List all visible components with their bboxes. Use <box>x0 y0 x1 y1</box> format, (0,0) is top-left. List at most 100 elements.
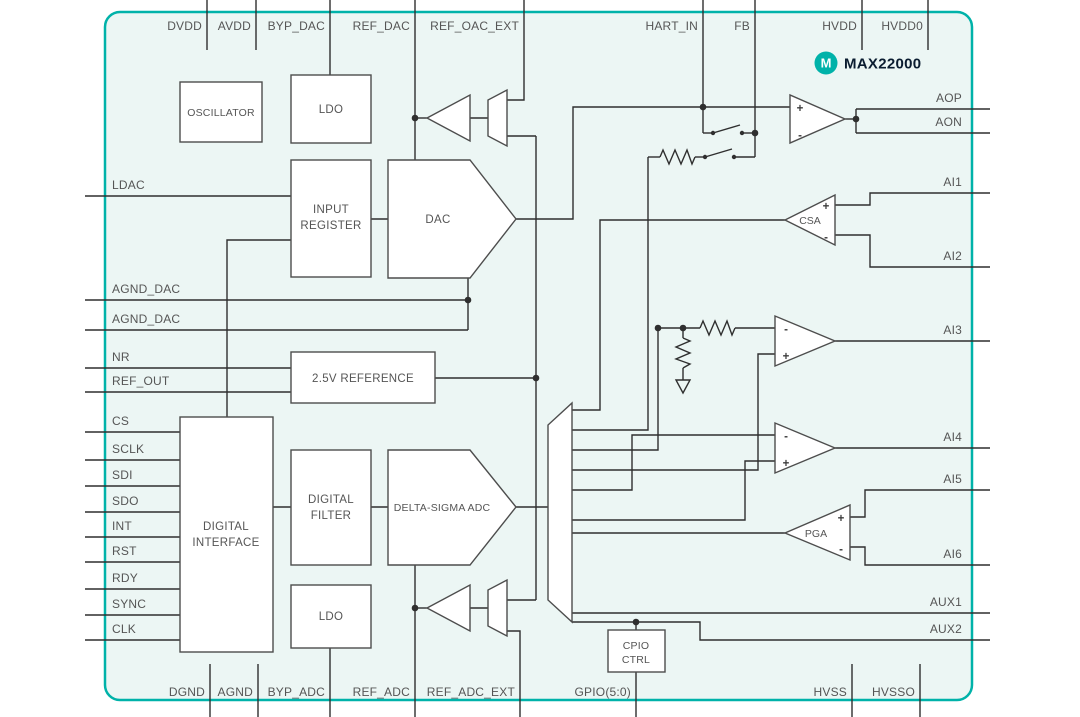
input-register-label-2: REGISTER <box>300 220 361 232</box>
pin-label-gpio: GPIO(5:0) <box>575 685 631 699</box>
pin-label-ref-out: REF_OUT <box>112 374 170 388</box>
junction-dots <box>411 103 860 626</box>
input-register-label-1: INPUT <box>313 204 349 216</box>
ldo-dac-box <box>290 74 372 144</box>
ai3-amp-shape <box>774 314 837 368</box>
pin-label-dgnd: DGND <box>169 685 205 699</box>
pin-line-ai2 <box>835 234 990 268</box>
pin-label-cs: CS <box>112 414 129 428</box>
minus-sign: - <box>824 232 828 244</box>
digital-interface-box <box>179 416 274 653</box>
resistor-icon <box>674 337 692 369</box>
pin-label-aop: AOP <box>936 91 962 105</box>
wire-dac-out <box>516 106 790 220</box>
block-input-register: INPUT REGISTER <box>290 159 372 278</box>
pga-amp: + - PGA <box>783 503 851 562</box>
ai3-amp: - + <box>774 314 837 368</box>
ai4-amp: - + <box>774 421 837 475</box>
pin-label-byp-dac: BYP_DAC <box>268 19 326 33</box>
block-gpio-ctrl: CPIO CTRL <box>607 629 666 673</box>
pin-label-sdi: SDI <box>112 468 133 482</box>
pin-label-agnd-dac-2: AGND_DAC <box>112 312 180 326</box>
pin-labels-top: DVDD AVDD BYP_DAC REF_DAC REF_OAC_EXT HA… <box>167 19 923 33</box>
pin-label-fb: FB <box>734 19 750 33</box>
adc-label: DELTA-SIGMA ADC <box>394 502 491 514</box>
pin-label-aux2: AUX2 <box>930 622 962 636</box>
switch-icon <box>712 124 741 134</box>
pga-label: PGA <box>805 528 827 540</box>
dac-label: DAC <box>425 214 450 226</box>
digital-filter-box <box>290 449 372 566</box>
wire-ai3-pos-mux <box>572 353 775 471</box>
internal-wires <box>226 106 790 630</box>
junction-dot <box>411 604 419 612</box>
pin-line-ai1 <box>835 192 990 206</box>
pin-labels-right: AOP AON AI1 AI2 AI3 AI4 AI5 AI6 AUX1 AUX… <box>930 91 962 636</box>
block-oscillator: OSCILLATOR <box>179 81 263 143</box>
minus-sign: - <box>784 431 788 443</box>
block-ldo-adc: LDO <box>290 584 372 649</box>
switch-contact <box>710 130 716 136</box>
pin-label-rst: RST <box>112 544 137 558</box>
pin-line-ref-adc-ext <box>507 630 521 717</box>
brand: M MAX22000 <box>814 51 921 75</box>
block-ldo-dac: LDO <box>290 74 372 144</box>
block-reference: 2.5V REFERENCE <box>290 351 436 404</box>
output-amp-shape <box>789 93 847 145</box>
digital-filter-label-2: FILTER <box>311 510 352 522</box>
pin-label-sdo: SDO <box>112 494 139 508</box>
csa-label: CSA <box>799 215 821 227</box>
pin-label-ref-adc-ext: REF_ADC_EXT <box>427 685 516 699</box>
ground-arrow-icon <box>674 379 692 395</box>
part-number: MAX22000 <box>844 56 921 73</box>
pin-label-clk: CLK <box>112 622 136 636</box>
pin-label-hvss: HVSS <box>814 685 847 699</box>
input-mux-shape <box>547 401 573 624</box>
resistor-icon <box>659 148 696 166</box>
pin-label-ref-dac: REF_DAC <box>353 19 411 33</box>
pin-label-ai5: AI5 <box>943 472 962 486</box>
plus-sign: + <box>783 351 790 363</box>
passive-symbols <box>659 124 745 395</box>
plus-sign: + <box>823 201 830 213</box>
plus-sign: + <box>797 103 804 115</box>
minus-sign: - <box>798 130 802 142</box>
pin-label-aux1: AUX1 <box>930 595 962 609</box>
wire-ai4-neg-mux <box>572 434 775 491</box>
ldo-adc-box <box>290 584 372 649</box>
pin-label-hart-in: HART_IN <box>645 19 698 33</box>
pin-label-int: INT <box>112 519 132 533</box>
pga-shape <box>783 503 851 562</box>
pin-label-rdy: RDY <box>112 571 138 585</box>
pin-labels-bottom: DGND AGND BYP_ADC REF_ADC REF_ADC_EXT GP… <box>169 685 915 699</box>
pin-label-aon: AON <box>935 115 962 129</box>
ldo-adc-label: LDO <box>319 611 344 623</box>
switch-contact <box>739 130 745 136</box>
block-dac: DAC <box>387 159 517 279</box>
wire-csa-mux <box>572 219 785 411</box>
maxim-logo-letter: M <box>821 56 832 71</box>
wire-hartnet-mux <box>572 157 649 431</box>
pin-label-ldac: LDAC <box>112 178 145 192</box>
minus-sign: - <box>784 324 788 336</box>
oscillator-label: OSCILLATOR <box>187 107 255 119</box>
block-adc: DELTA-SIGMA ADC <box>387 449 517 566</box>
pin-label-ref-oac-ext: REF_OAC_EXT <box>430 19 519 33</box>
pin-label-ai3: AI3 <box>943 323 962 337</box>
reference-label: 2.5V REFERENCE <box>312 373 414 385</box>
wire-di-inputreg <box>226 239 291 417</box>
pin-label-sclk: SCLK <box>112 442 144 456</box>
pin-label-hvsso: HVSSO <box>872 685 915 699</box>
pin-line-ref-oac-ext <box>507 0 525 101</box>
pin-label-avdd: AVDD <box>218 19 251 33</box>
digital-filter-label-1: DIGITAL <box>308 494 354 506</box>
pin-label-dvdd: DVDD <box>167 19 202 33</box>
junction-dot <box>632 618 640 626</box>
pin-label-ai2: AI2 <box>943 249 962 263</box>
pin-label-ref-adc: REF_ADC <box>353 685 411 699</box>
gpio-ctrl-box <box>607 629 666 673</box>
pin-label-hvdd0: HVDD0 <box>881 19 923 33</box>
ldo-dac-label: LDO <box>319 104 344 116</box>
pin-line-ai6 <box>850 546 990 566</box>
